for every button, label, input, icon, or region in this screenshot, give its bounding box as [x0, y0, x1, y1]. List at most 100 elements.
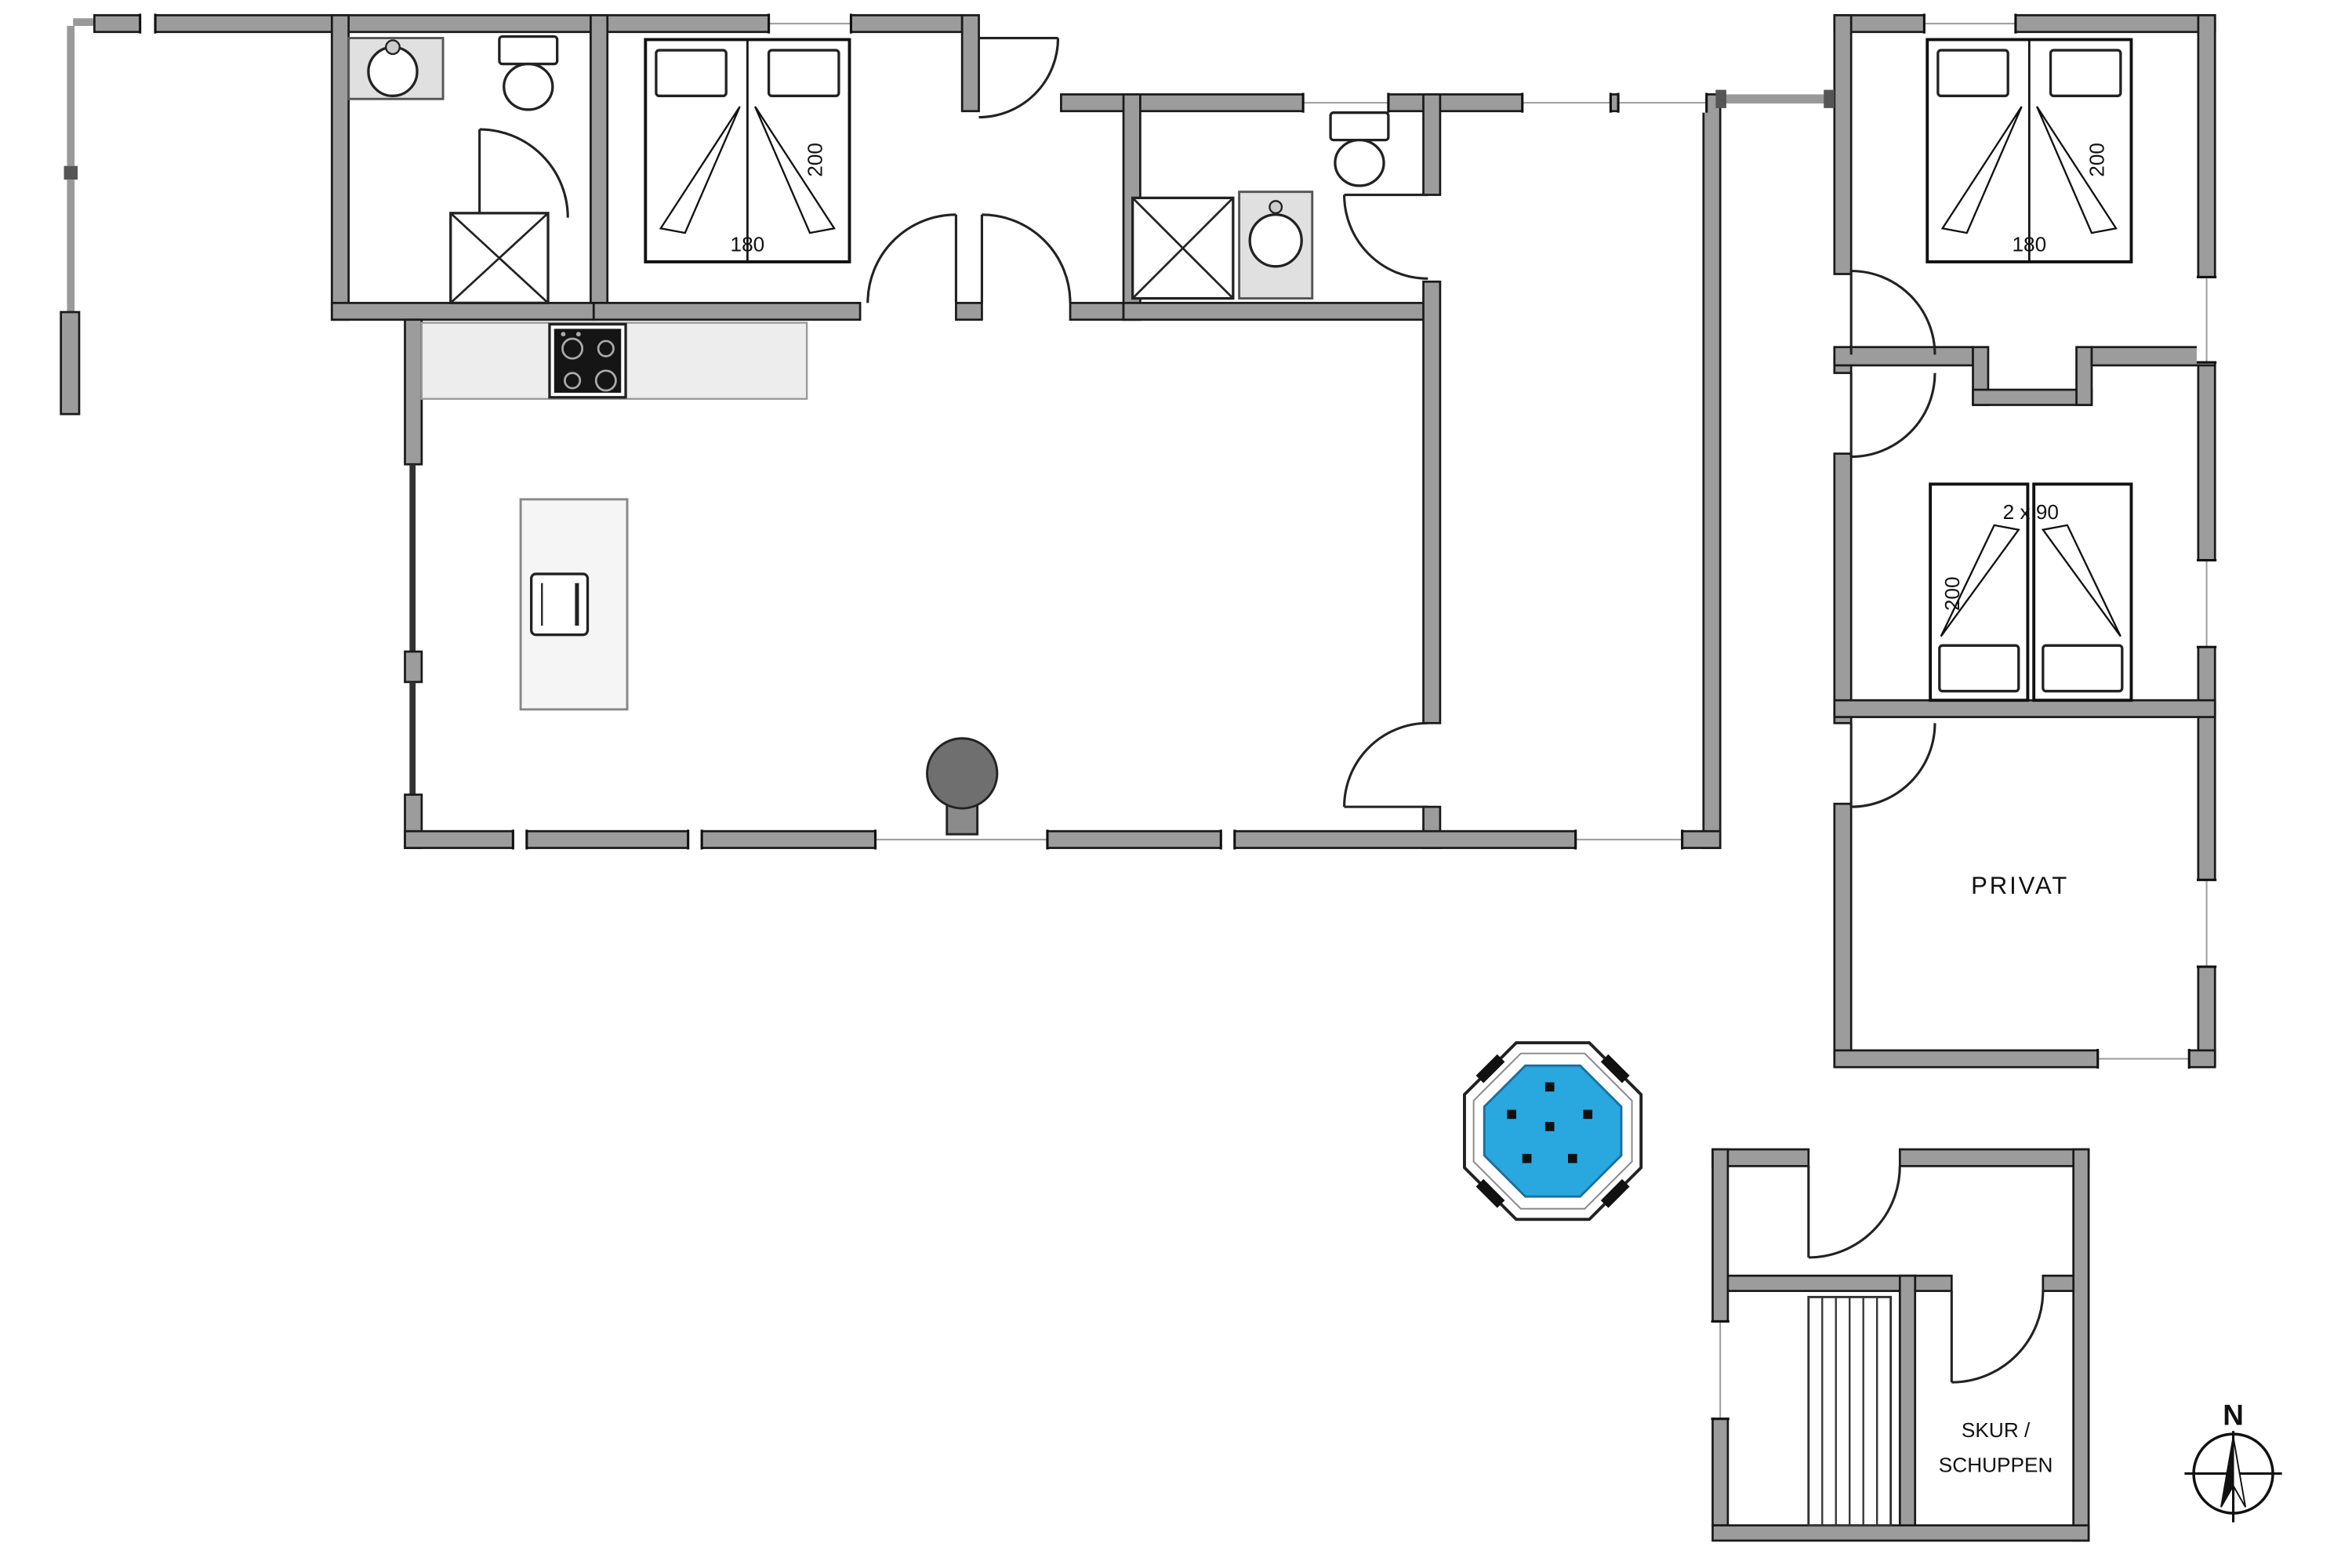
wall-bottom-b — [1046, 829, 1577, 849]
bed3-size-label: 2 x 90 — [2003, 500, 2059, 524]
wall-corridor-b — [1422, 280, 1442, 724]
wall-joint — [511, 829, 528, 850]
fence-segment — [67, 26, 75, 166]
bed3-length-label: 200 — [1940, 576, 1964, 611]
shed-walls — [1711, 1148, 2090, 1542]
window — [2196, 878, 2217, 968]
door-bedroom1 — [866, 213, 957, 303]
shower-cabinet-icon — [1131, 196, 1235, 300]
wall-living-west-post — [404, 650, 423, 684]
sink-icon — [347, 37, 445, 100]
wall-bathroom2-bottom — [1122, 302, 1440, 321]
bedroom-3: 2 x 90 200 — [1929, 482, 2133, 702]
wall-east-bedroom3-bottom — [1833, 699, 2216, 718]
pillow — [2042, 644, 2124, 693]
compass-icon: N — [2184, 1399, 2282, 1523]
wood-stove-icon — [926, 737, 999, 836]
door-bathroom2 — [1343, 193, 1428, 280]
wall-entrance-jamb — [960, 14, 980, 113]
single-bed-icon — [1929, 482, 2030, 702]
hot-tub-rim-inner-line — [1472, 1052, 1633, 1210]
windows — [139, 13, 2217, 1421]
bed2-width-label: 180 — [2012, 232, 2046, 256]
window-living-west-upper — [409, 464, 416, 652]
duvet-fold — [1940, 524, 2020, 637]
sink-icon — [1238, 191, 1314, 300]
fence-segment — [73, 18, 95, 27]
wall-shed-interior-a — [1726, 1274, 1917, 1292]
wall-shed-interior-b — [1914, 1274, 1953, 1292]
double-bed-icon — [1926, 38, 2133, 263]
bed1-length-label: 200 — [804, 143, 827, 177]
wall-bathroom1-bottom — [330, 302, 595, 321]
connector-fence — [1715, 89, 1835, 108]
duvet-fold — [1940, 106, 2023, 234]
wall-bathroom1-bedroom1-divider — [590, 14, 609, 304]
bedroom-1: 200 180 — [644, 38, 851, 263]
window — [139, 13, 157, 34]
compass-needle-light — [2232, 1436, 2247, 1508]
compass-needle-dark — [2220, 1436, 2234, 1508]
window — [1922, 13, 2017, 34]
bedroom-2: 200 180 — [1926, 38, 2133, 263]
duvet-fold — [659, 106, 741, 234]
toilet-icon — [1329, 111, 1390, 187]
wall-hall-bottom-a — [955, 302, 983, 321]
wall-shed-right — [2072, 1148, 2090, 1542]
single-bed-icon — [2032, 482, 2133, 702]
wall-shed-interior-c — [2042, 1274, 2075, 1292]
toilet-icon — [498, 34, 559, 111]
fence-post — [1824, 89, 1835, 108]
closet-niche-bottom — [1972, 388, 2093, 406]
wall-east-left-c — [1833, 452, 1853, 724]
window — [2096, 1048, 2190, 1069]
fence-post — [1715, 89, 1726, 108]
shower-cabinet-icon — [449, 212, 550, 305]
door-east-bedroom2 — [1849, 270, 1936, 355]
wall-joint — [687, 829, 703, 850]
shed-label-line2: SCHUPPEN — [1939, 1454, 2053, 1477]
pillow — [1936, 49, 2009, 97]
compass-north-label: N — [2223, 1399, 2244, 1431]
wall-bedroom1-bottom — [592, 302, 862, 321]
dishwasher-icon — [530, 572, 590, 637]
wall-east-left-d — [1833, 802, 1853, 1067]
wall-east-mid-b — [2090, 346, 2216, 367]
pillow — [2049, 49, 2122, 97]
doors — [478, 36, 2045, 1384]
wall-shed-left-b — [1711, 1417, 1730, 1526]
stove-icon — [548, 322, 627, 399]
window — [2196, 275, 2217, 364]
wall-east-mid-a — [1833, 346, 1974, 367]
wall-joint — [1219, 829, 1236, 850]
fence-wall-section — [60, 310, 81, 416]
privat-room-label: PRIVAT — [1971, 872, 2069, 899]
main-house-walls — [93, 14, 1722, 849]
door-hall — [980, 213, 1072, 303]
duvet-fold — [2035, 106, 2118, 234]
door-bathroom1 — [478, 128, 569, 218]
hot-tub — [1463, 1041, 1643, 1221]
door-shed-entrance — [1807, 1166, 1901, 1259]
window-living-west-lower — [409, 681, 416, 795]
ladder-icon — [1807, 1295, 1893, 1527]
window — [1711, 1319, 1730, 1421]
wall-bottom-a — [404, 829, 877, 849]
wall-corridor-a — [1422, 93, 1442, 196]
wall-top-east — [1833, 14, 2216, 34]
door-corridor-living — [1343, 721, 1428, 808]
wall-middle-right — [1702, 93, 1722, 849]
bathroom-2 — [1131, 111, 1390, 300]
wall-bathroom1-left — [330, 14, 350, 321]
pillow — [655, 49, 728, 97]
door-east-bedroom3 — [1849, 372, 1936, 459]
fence-segment — [1725, 94, 1826, 104]
door-privat — [1849, 723, 1936, 808]
shed-interior: SKUR / SCHUPPEN — [1807, 1295, 2053, 1527]
duvet-fold — [2041, 524, 2122, 637]
bed2-length-label: 200 — [2085, 143, 2108, 177]
window — [1301, 93, 1390, 113]
double-bed-icon — [644, 38, 851, 263]
door-shed-interior — [1950, 1290, 2045, 1384]
